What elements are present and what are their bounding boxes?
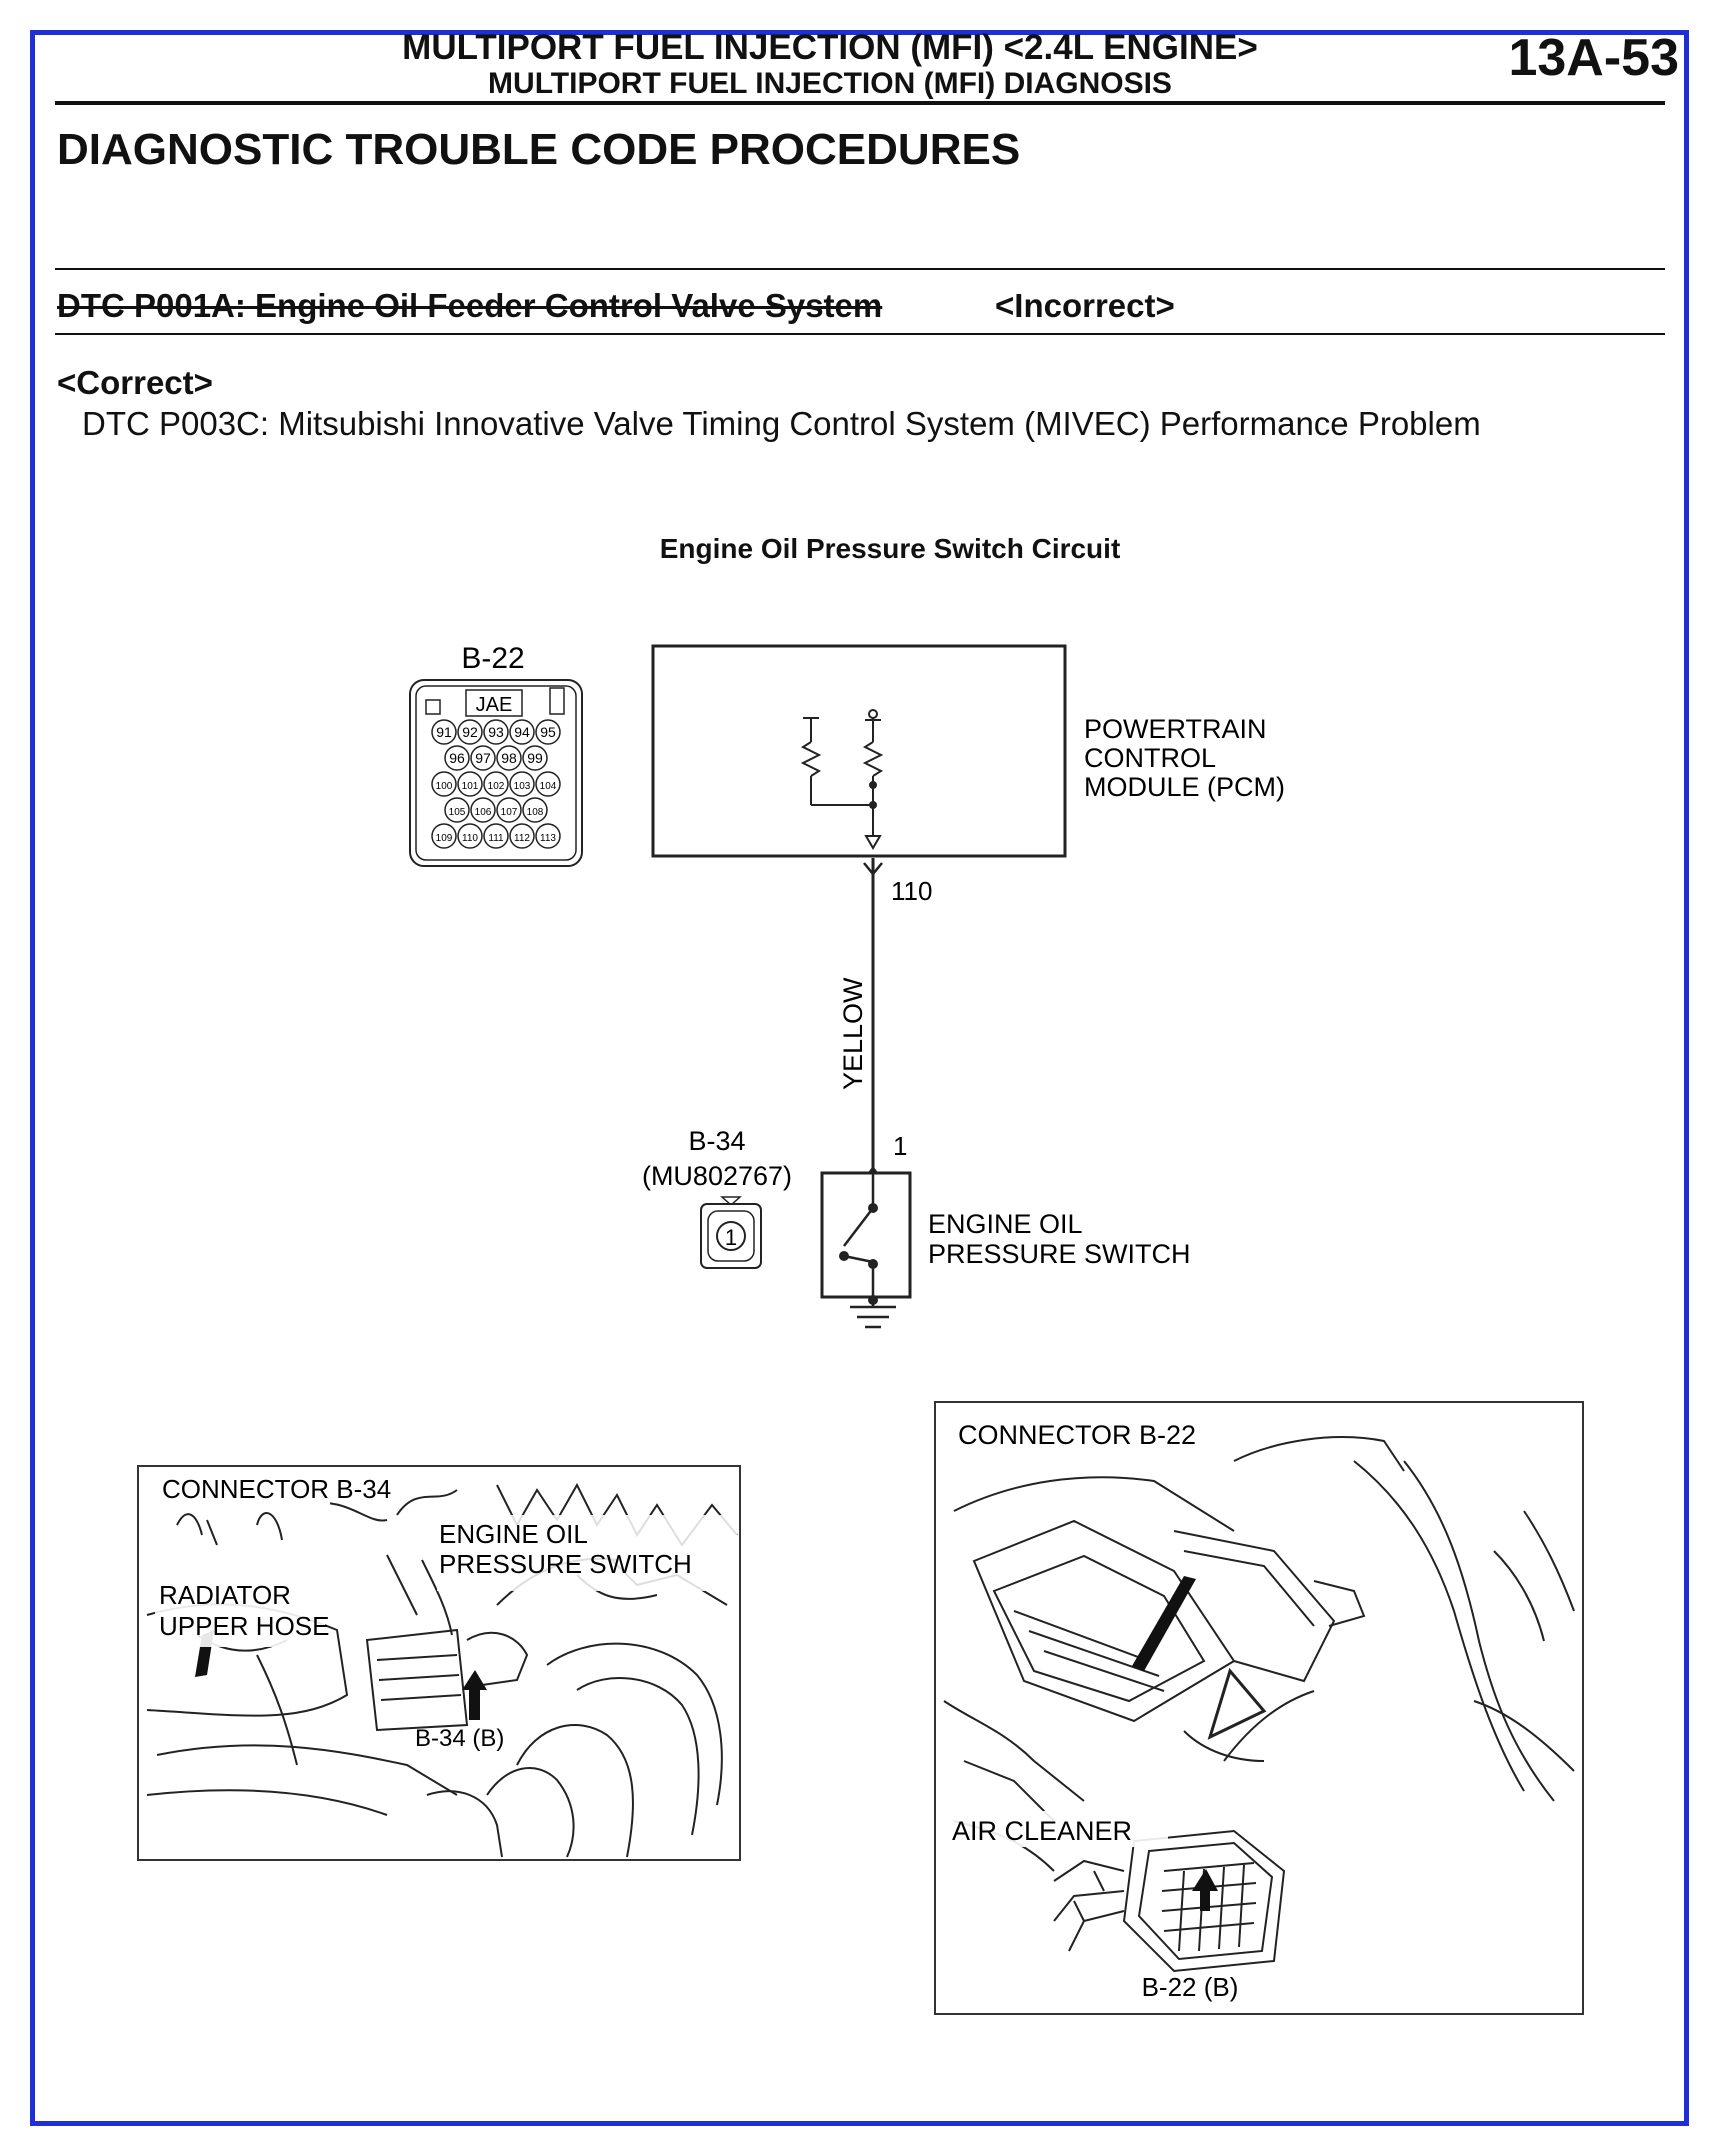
connector-b22-pin-label: 101 — [462, 781, 479, 792]
connector-b22-pin-label: 107 — [501, 807, 518, 818]
divider-top — [55, 268, 1665, 270]
switch-pin-number: 1 — [893, 1131, 907, 1161]
label-connector-b34: CONNECTOR B-34 — [162, 1474, 391, 1504]
connector-b22-pin — [470, 797, 496, 823]
connector-b34-pin: 1 — [725, 1225, 737, 1250]
connector-b22-pin — [535, 823, 561, 849]
connector-b22-pin-label: 91 — [436, 724, 452, 740]
connector-b22-pin — [457, 719, 483, 745]
connector-b34-part: (MU802767) — [642, 1161, 792, 1191]
connector-b22-pin-label: 110 — [462, 833, 478, 844]
connector-b22-pin-label: 102 — [488, 781, 505, 792]
connector-b22-pin — [431, 719, 457, 745]
incorrect-tag: <Incorrect> — [995, 287, 1175, 324]
incorrect-dtc-text: DTC P001A: Engine Oil Feeder Control Val… — [57, 287, 883, 324]
connector-b22-pin-label: 98 — [501, 750, 517, 766]
connector-b22: B-22 JAE 91 92 93 94 95 96 97 98 99 100 101 102 103 1… — [409, 642, 583, 867]
connector-b22-brand: JAE — [476, 694, 513, 716]
page-number: 13A-53 — [1508, 29, 1679, 87]
connector-b22-pin-label: 94 — [514, 724, 530, 740]
connector-b22-pin-label: 104 — [540, 781, 557, 792]
connector-b22-label: B-22 — [461, 642, 524, 675]
pcm-label-line-3: MODULE (PCM) — [1084, 772, 1285, 802]
label-b22-b: B-22 (B) — [1142, 1972, 1239, 2002]
switch-label-line-1: ENGINE OIL — [928, 1209, 1083, 1239]
connector-b22-pin — [496, 745, 522, 771]
connector-b22-pin-label: 99 — [527, 750, 543, 766]
label-air-cleaner: AIR CLEANER — [952, 1816, 1132, 1846]
divider-bottom — [55, 333, 1665, 335]
label-b34-b: B-34 (B) — [415, 1725, 504, 1752]
illustration-b34-location: CONNECTOR B-34 ENGINE OIL PRESSURE SWITC… — [137, 1465, 741, 1861]
wire-color-label: YELLOW — [838, 977, 868, 1090]
connector-b34: B-34 (MU802767) 1 — [642, 1126, 792, 1269]
connector-b22-pin — [431, 771, 457, 797]
switch-label-line-2: PRESSURE SWITCH — [928, 1239, 1191, 1269]
page-frame — [30, 30, 1689, 2126]
circuit-caption: Engine Oil Pressure Switch Circuit — [659, 533, 1121, 564]
pcm-label-line-1: POWERTRAIN — [1084, 714, 1267, 744]
connector-b22-pin-label: 103 — [514, 781, 531, 792]
connector-b22-pin-label: 106 — [475, 807, 492, 818]
connector-b22-pin-label: 95 — [540, 724, 556, 740]
correct-dtc-text: DTC P003C: Mitsubishi Innovative Valve T… — [82, 405, 1481, 442]
connector-b22-pin — [470, 745, 496, 771]
connector-b22-pin-label: 112 — [514, 833, 530, 844]
connector-b22-pin — [483, 771, 509, 797]
section-title: DIAGNOSTIC TROUBLE CODE PROCEDURES — [57, 125, 1021, 174]
yellow-wire: 110 YELLOW 1 — [838, 858, 932, 1168]
connector-b22-pin — [431, 823, 457, 849]
connector-b22-pin — [444, 797, 470, 823]
pcm-box: POWERTRAIN CONTROL MODULE (PCM) — [651, 644, 1285, 858]
connector-b22-pin — [496, 797, 522, 823]
connector-b22-pin-label: 96 — [449, 750, 465, 766]
pcm-pin-number: 110 — [891, 876, 932, 906]
connector-b22-pin — [483, 719, 509, 745]
connector-b22-pin — [535, 719, 561, 745]
label-radiator: RADIATOR — [159, 1580, 291, 1610]
connector-b22-pin-label: 97 — [475, 750, 491, 766]
connector-b22-pin-label: 100 — [436, 781, 453, 792]
oil-pressure-switch: ENGINE OIL PRESSURE SWITCH — [820, 1165, 1191, 1329]
circuit-diagram: B-22 JAE 91 92 93 94 95 96 97 98 99 100 101 102 103 1… — [409, 642, 1285, 1329]
connector-b22-pin-label: 105 — [449, 807, 466, 818]
header-rule — [55, 101, 1665, 105]
label-pressure-switch: PRESSURE SWITCH — [439, 1549, 692, 1579]
connector-b22-pin — [509, 771, 535, 797]
header-line-2: MULTIPORT FUEL INJECTION (MFI) DIAGNOSIS — [488, 67, 1172, 100]
connector-b22-pin-label: 113 — [540, 833, 556, 844]
connector-b22-pins: 91 92 93 94 95 96 97 98 99 100 101 102 103 104 105 106 1… — [431, 719, 561, 849]
connector-b22-pin — [535, 771, 561, 797]
connector-b22-pin-label: 92 — [462, 724, 478, 740]
connector-b22-pin — [509, 823, 535, 849]
connector-b22-pin — [522, 797, 548, 823]
connector-b22-pin — [457, 823, 483, 849]
header-line-1: MULTIPORT FUEL INJECTION (MFI) <2.4L ENG… — [402, 28, 1258, 67]
connector-b22-pin-label: 111 — [488, 833, 504, 844]
connector-b22-pin-label: 109 — [436, 833, 453, 844]
connector-b22-pin-label: 93 — [488, 724, 504, 740]
label-connector-b22: CONNECTOR B-22 — [958, 1420, 1196, 1450]
connector-b22-pin — [444, 745, 470, 771]
connector-b34-label: B-34 — [688, 1126, 745, 1156]
connector-b22-pin — [483, 823, 509, 849]
label-engine-oil: ENGINE OIL — [439, 1519, 588, 1549]
connector-b22-pin — [509, 719, 535, 745]
correct-tag: <Correct> — [57, 364, 213, 401]
pcm-label-line-2: CONTROL — [1084, 743, 1216, 773]
connector-b22-pin — [522, 745, 548, 771]
illustration-b22-location: CONNECTOR B-22 AIR CLEANER B-22 (B) — [934, 1401, 1584, 2015]
label-upper-hose: UPPER HOSE — [159, 1611, 330, 1641]
connector-b22-pin — [457, 771, 483, 797]
connector-b22-pin-label: 108 — [527, 807, 544, 818]
